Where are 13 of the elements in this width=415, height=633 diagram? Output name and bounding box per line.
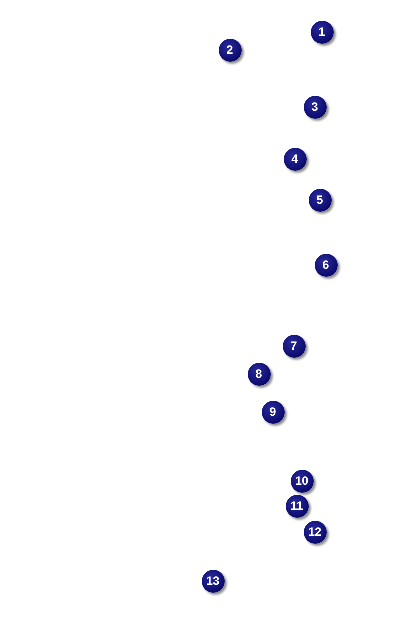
callout-number: 2 [218, 38, 242, 62]
callout-number: 12 [304, 520, 326, 544]
callout-number: 1 [310, 20, 334, 44]
callout-number: 13 [202, 570, 224, 592]
callout-number: 9 [262, 400, 284, 424]
callout-number: 10 [290, 470, 314, 492]
callout-number: 6 [314, 254, 338, 276]
callout-number: 4 [284, 148, 306, 170]
callout-number: 5 [308, 188, 332, 212]
callout-number: 8 [248, 362, 270, 386]
callout-number: 11 [286, 494, 308, 518]
callout-number: 3 [304, 96, 326, 118]
callout-number: 7 [282, 334, 306, 358]
